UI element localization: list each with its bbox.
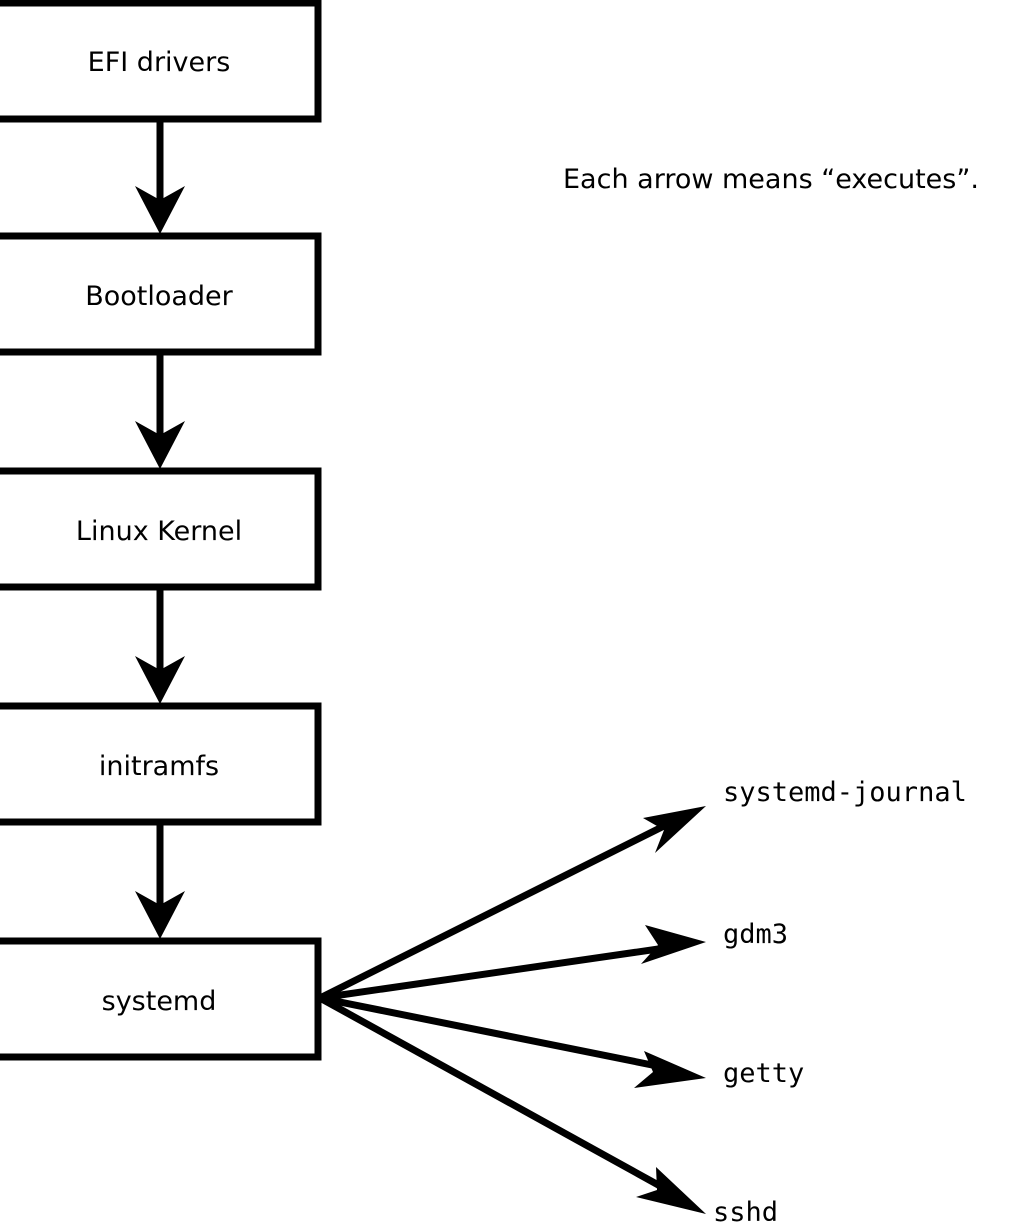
leaf-label-sshd: sshd: [713, 1197, 778, 1228]
node-initramfs[interactable]: initramfs: [0, 702, 322, 826]
node-box[interactable]: [0, 702, 322, 826]
node-label: initramfs: [99, 751, 219, 782]
chain-edge-kernel-to-initramfs: [135, 587, 185, 704]
leaf-label-getty: getty: [723, 1058, 804, 1089]
chain-edge-initramfs-to-systemd: [135, 822, 185, 939]
edge-line: [319, 994, 673, 1073]
node-bootloader[interactable]: Bootloader: [0, 232, 322, 356]
fanout-edge-getty: [319, 994, 706, 1088]
arrow-head-icon: [641, 925, 706, 964]
leaf-label-gdm3: gdm3: [723, 919, 788, 950]
diagram-caption: Each arrow means “executes”.: [563, 164, 979, 195]
arrow-head-down-icon: [135, 421, 185, 469]
node-box[interactable]: [0, 937, 322, 1061]
chain-edge-efi-to-bootloader: [135, 119, 185, 234]
node-label: Bootloader: [85, 281, 233, 312]
edge-line: [318, 994, 673, 1196]
node-box[interactable]: [0, 467, 322, 591]
fanout-edge-gdm3: [319, 925, 706, 1002]
node-label: EFI drivers: [88, 47, 231, 78]
node-label: systemd: [102, 986, 217, 1017]
arrow-head-down-icon: [135, 891, 185, 939]
arrow-head-icon: [634, 1051, 706, 1088]
arrow-head-down-icon: [135, 186, 185, 234]
node-label: Linux Kernel: [76, 516, 242, 547]
node-efi-drivers[interactable]: EFI drivers: [0, 0, 322, 123]
arrow-head-down-icon: [135, 656, 185, 704]
fanout-edge-systemd-journal: [318, 806, 706, 1002]
node-linux-kernel[interactable]: Linux Kernel: [0, 467, 322, 591]
node-box[interactable]: [0, 232, 322, 356]
node-systemd[interactable]: systemd: [0, 937, 322, 1061]
leaf-label-systemd-journal: systemd-journal: [723, 777, 967, 808]
edge-line: [319, 943, 673, 1002]
arrow-head-icon: [636, 1167, 706, 1214]
node-box[interactable]: [0, 0, 322, 123]
edge-line: [318, 816, 678, 1002]
arrow-head-icon: [643, 806, 706, 853]
fanout-edge-sshd: [318, 994, 706, 1214]
chain-edge-bootloader-to-kernel: [135, 352, 185, 469]
